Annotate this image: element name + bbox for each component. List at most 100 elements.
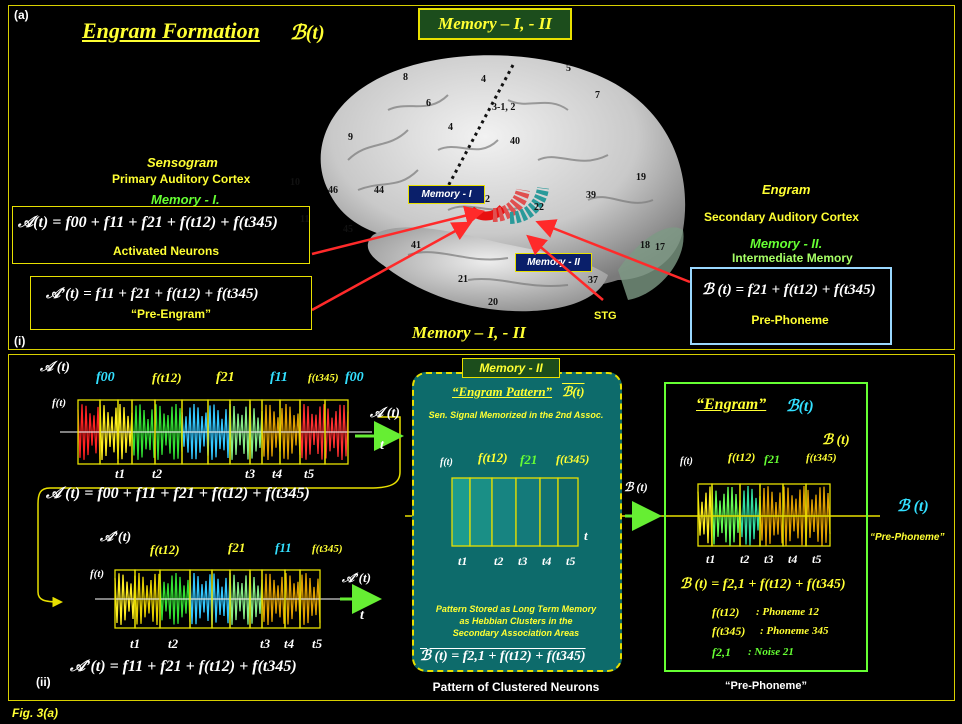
engram-pattern-formula: ℬ (t) = f2,1 + f(t12) + f(t345) xyxy=(420,649,586,664)
sensogram-label: Sensogram xyxy=(147,155,218,170)
component-label: f(t345) xyxy=(308,372,339,384)
legend-desc: : Noise 21 xyxy=(748,646,794,658)
memory-ii-header: Memory - II xyxy=(462,358,560,378)
memory-i-tag: Memory - I xyxy=(408,185,485,204)
brain-area-label: 11 xyxy=(300,214,309,225)
panel-b xyxy=(8,354,955,701)
time-mark: t1 xyxy=(458,554,468,568)
waveform-trace xyxy=(77,404,101,460)
engram-graph-label: ℬ (t) xyxy=(822,433,850,448)
waveform-trace xyxy=(299,404,349,461)
bottom-wave-t-axis: t xyxy=(360,608,364,623)
activated-neurons-caption: Activated Neurons xyxy=(112,244,220,258)
time-mark: t2 xyxy=(152,466,163,481)
component-label: f(t12) xyxy=(728,450,756,464)
stg-label: STG xyxy=(594,310,617,322)
figure-title-function: ℬ(t) xyxy=(290,22,325,44)
pre-engram-wave-formula: 𝒜’(t) = f11 + f21 + f(t12) + f(t345) xyxy=(70,658,297,675)
component-label: f(t12) xyxy=(150,542,180,557)
time-mark: t1 xyxy=(115,466,126,481)
bottom-wave-side-label: 𝒜’(t) xyxy=(342,570,371,585)
time-mark: t1 xyxy=(706,552,716,566)
waveform-trace xyxy=(229,573,263,625)
pattern-segment xyxy=(451,477,471,547)
pre-phoneme-formula: ℬ (t) = f21 + f(t12) + f(t345) xyxy=(702,282,876,298)
memory-ii-label: Memory - II. xyxy=(750,236,823,251)
panel-b-sub-tag: (ii) xyxy=(36,675,51,689)
stored-note-line: Secondary Association Areas xyxy=(452,628,580,638)
activation-waveform xyxy=(60,399,372,465)
pattern-segment xyxy=(539,477,559,547)
engram-pattern-bars xyxy=(451,477,579,547)
time-mark: t4 xyxy=(542,554,552,568)
pre-engram-caption: “Pre-Engram” xyxy=(130,307,212,321)
time-mark: t2 xyxy=(740,552,750,566)
time-mark: t5 xyxy=(812,552,822,566)
component-label: f00 xyxy=(96,370,115,385)
middle-t-axis: t xyxy=(584,528,588,543)
time-mark: t5 xyxy=(304,466,315,481)
brain-area-label: 5 xyxy=(566,63,571,74)
brain-area-label: 44 xyxy=(374,185,384,196)
brain-area-label: 46 xyxy=(328,185,338,196)
brain-area-label: 10 xyxy=(290,177,300,188)
component-label: f21 xyxy=(216,370,235,385)
brain-area-label: 39 xyxy=(586,190,596,201)
pre-engram-box xyxy=(30,276,312,330)
time-mark: t4 xyxy=(788,552,798,566)
brain-area-label: 22 xyxy=(534,202,544,213)
engram-panel xyxy=(664,382,868,672)
time-mark: t5 xyxy=(566,554,576,568)
pattern-segment xyxy=(557,477,579,547)
bottom-memory-label: Memory – I, - II xyxy=(412,323,526,342)
legend-desc: : Phoneme 345 xyxy=(760,625,829,637)
brain-area-label: 41 xyxy=(411,240,421,251)
engram-pattern-title: “Engram Pattern” xyxy=(452,384,553,399)
waveform-trace xyxy=(189,572,231,625)
brain-area-label: 42 xyxy=(480,194,490,205)
engram-label: Engram xyxy=(762,182,811,197)
engram-formula: ℬ (t) = f2,1 + f(t12) + f(t345) xyxy=(680,577,846,592)
clustered-neurons-caption: Pattern of Clustered Neurons xyxy=(432,680,600,694)
segment-box xyxy=(805,483,831,547)
memory-i-label: Memory - I. xyxy=(151,192,220,207)
component-label: f(t345) xyxy=(806,452,837,464)
brain-area-label: 6 xyxy=(426,98,431,109)
segment-box xyxy=(324,399,349,465)
pattern-segment xyxy=(469,477,493,547)
activated-neurons-box xyxy=(12,206,310,264)
time-mark: t3 xyxy=(764,552,774,566)
pre-phoneme-box xyxy=(690,267,892,345)
component-label: f11 xyxy=(270,370,288,385)
segment-box xyxy=(299,569,321,629)
component-label: f(t12) xyxy=(478,450,508,465)
top-wave-f-label: f(t) xyxy=(52,397,67,409)
signal-waveforms xyxy=(37,399,880,629)
waveform-trace xyxy=(134,572,160,626)
top-wave-t-axis: t xyxy=(380,438,384,453)
outside-engram-label: ℬ (t) xyxy=(897,498,929,515)
top-memory-label: Memory – I, - II xyxy=(418,8,572,40)
pre-engram-waveform xyxy=(95,569,352,629)
engram-waveform xyxy=(697,483,831,547)
component-label: f(t345) xyxy=(556,452,590,466)
brain-area-label: 37 xyxy=(588,275,598,286)
time-mark: t4 xyxy=(272,466,283,481)
panel-a-sub-tag: (i) xyxy=(14,334,26,348)
brain-area-label: 9 xyxy=(348,132,353,143)
brain-area-label: 45 xyxy=(343,224,353,235)
engram-title: “Engram” xyxy=(696,396,767,413)
time-mark: t4 xyxy=(284,636,295,651)
connector-arrows xyxy=(311,205,691,312)
waveform-trace xyxy=(759,485,831,547)
component-label: f(t345) xyxy=(312,543,343,555)
secondary-cortex-label: Secondary Auditory Cortex xyxy=(704,210,859,224)
bottom-wave-f-label: f(t) xyxy=(90,568,105,580)
time-mark: t2 xyxy=(494,554,504,568)
top-wave-side-label: 𝒜 (t) xyxy=(370,406,400,421)
legend-key: f2,1 xyxy=(712,645,731,659)
component-label: f00 xyxy=(345,370,364,385)
time-mark: t3 xyxy=(260,636,271,651)
brain-area-label: 21 xyxy=(458,274,468,285)
brain-area-label: 20 xyxy=(488,297,498,308)
